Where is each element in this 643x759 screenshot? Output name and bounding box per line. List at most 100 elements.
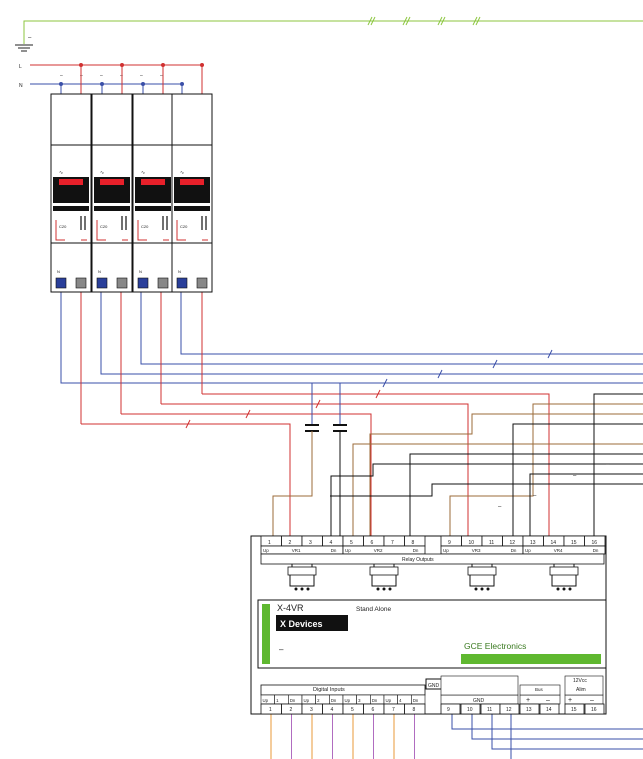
- relay-terminal: [342, 535, 364, 547]
- relay-contact-dot: [556, 587, 560, 591]
- relay-terminal-number: 13: [530, 540, 536, 546]
- motor-black-4b: [529, 473, 643, 536]
- relay-contact-dot: [294, 587, 298, 591]
- relay-name-label: VR1: [292, 548, 301, 553]
- di-terminal-number: 6: [372, 707, 375, 713]
- bus-label: Bus: [535, 687, 544, 692]
- bottom-terminal-number: 14: [546, 707, 552, 713]
- relay-terminal: [301, 535, 323, 547]
- earth-wire: [23, 20, 643, 44]
- relay-up-label: Up: [525, 548, 531, 553]
- neutral-terminal-icon: [176, 277, 188, 289]
- relay-terminal-number: 5: [350, 540, 353, 546]
- relay-coil-icon: [369, 566, 399, 576]
- relay-dn-label: Dn: [331, 548, 337, 553]
- bottom-terminal-number: 10: [467, 707, 473, 713]
- bottom-terminal-number: 15: [571, 707, 577, 713]
- relay-terminal-number: 14: [551, 540, 557, 546]
- junction-dot: [120, 63, 124, 67]
- breaker-stripe: [53, 203, 89, 206]
- junction-dot: [79, 63, 83, 67]
- relay-terminal-number: 15: [571, 540, 577, 546]
- bottom-terminal: [460, 703, 481, 715]
- relay-terminal: [281, 535, 303, 547]
- line-feed-vr2: [121, 413, 372, 536]
- di-function-label: Up: [304, 698, 310, 703]
- earth-tick: [367, 16, 373, 26]
- breaker-tilde: ∿: [100, 170, 104, 176]
- neutral-feed: [140, 292, 643, 365]
- gnd-lead: [471, 714, 643, 740]
- breaker-stripe: [174, 203, 210, 206]
- relay-terminal: [440, 535, 462, 547]
- neutral-terminal-icon: [96, 277, 108, 289]
- breaker-mark: [55, 220, 65, 241]
- earth-tick: [370, 16, 376, 26]
- relay-terminal-number: 16: [592, 540, 598, 546]
- relay-contact-dot: [376, 587, 380, 591]
- breaker-n-marker: N: [57, 269, 60, 274]
- relay-contact-dot: [300, 587, 304, 591]
- accent-bar: [262, 604, 270, 664]
- relay-contact-dot: [568, 587, 572, 591]
- di-function-label: Dn: [413, 698, 419, 703]
- relay-dn-label: Dn: [593, 548, 599, 553]
- di-function-label: 3: [358, 698, 361, 703]
- breaker-tilde: ∿: [141, 170, 145, 176]
- bottom-terminal: [499, 703, 520, 715]
- relay-terminal: [322, 535, 344, 547]
- aux-minus: –: [590, 697, 594, 704]
- relay-terminal: [404, 535, 426, 547]
- relay-link: [469, 575, 495, 587]
- neutral-label: N: [19, 83, 23, 89]
- bottom-terminal-number: 16: [591, 707, 597, 713]
- breaker-n-marker: N: [178, 269, 181, 274]
- bus-minus: –: [546, 697, 550, 704]
- relay-link: [551, 575, 577, 587]
- earth-tick: [437, 16, 443, 26]
- relay-terminal-number: 10: [469, 540, 475, 546]
- line-terminal-icon: [75, 277, 87, 289]
- gnd-head: [440, 675, 519, 696]
- di-terminal-number: 1: [269, 707, 272, 713]
- relay-contact-dot: [382, 587, 386, 591]
- line-tick: [245, 409, 251, 419]
- line-label: L: [19, 64, 22, 70]
- relay-terminal-number: 12: [510, 540, 516, 546]
- di-terminal-number: 3: [310, 707, 313, 713]
- wire-dash: –: [498, 504, 502, 510]
- relay-contact-dot: [388, 587, 392, 591]
- wire-dash: –: [606, 462, 610, 468]
- maker-label: GCE Electronics: [464, 641, 526, 651]
- di-function-label: Up: [345, 698, 351, 703]
- capacitor-brown: [272, 431, 313, 536]
- relay-terminal-number: 11: [489, 540, 494, 546]
- breaker-mark: [96, 220, 106, 241]
- di-terminal-number: 5: [351, 707, 354, 713]
- relay-up-label: Up: [263, 548, 269, 553]
- gnd-lead: [451, 714, 643, 730]
- relay-terminal-number: 9: [448, 540, 451, 546]
- relay-contact-dot: [562, 587, 566, 591]
- line-feed-vr1: [81, 423, 291, 536]
- neutral-feed: [180, 292, 643, 355]
- motor-black-1b: [330, 483, 643, 497]
- junction-dot: [59, 82, 63, 86]
- line-feed-vr4: [202, 393, 550, 536]
- relay-terminal: [363, 535, 385, 547]
- relay-terminal-number: 8: [412, 540, 415, 546]
- motor-brown-3: [352, 443, 643, 536]
- neutral-tick: [492, 359, 498, 369]
- wire-dash: –: [533, 493, 537, 499]
- bottom-terminal-number: 11: [487, 707, 492, 713]
- di-function-label: Dn: [290, 698, 296, 703]
- relay-name-label: VR4: [554, 548, 563, 553]
- di-function-label: 2: [317, 698, 320, 703]
- module-dash: –: [279, 645, 284, 654]
- relay-terminal: [383, 535, 405, 547]
- relay-name-label: VR2: [374, 548, 383, 553]
- junction-dot: [180, 82, 184, 86]
- relay-contact-dot: [474, 587, 478, 591]
- gnd-label: GND: [473, 698, 485, 704]
- junction-dot: [141, 82, 145, 86]
